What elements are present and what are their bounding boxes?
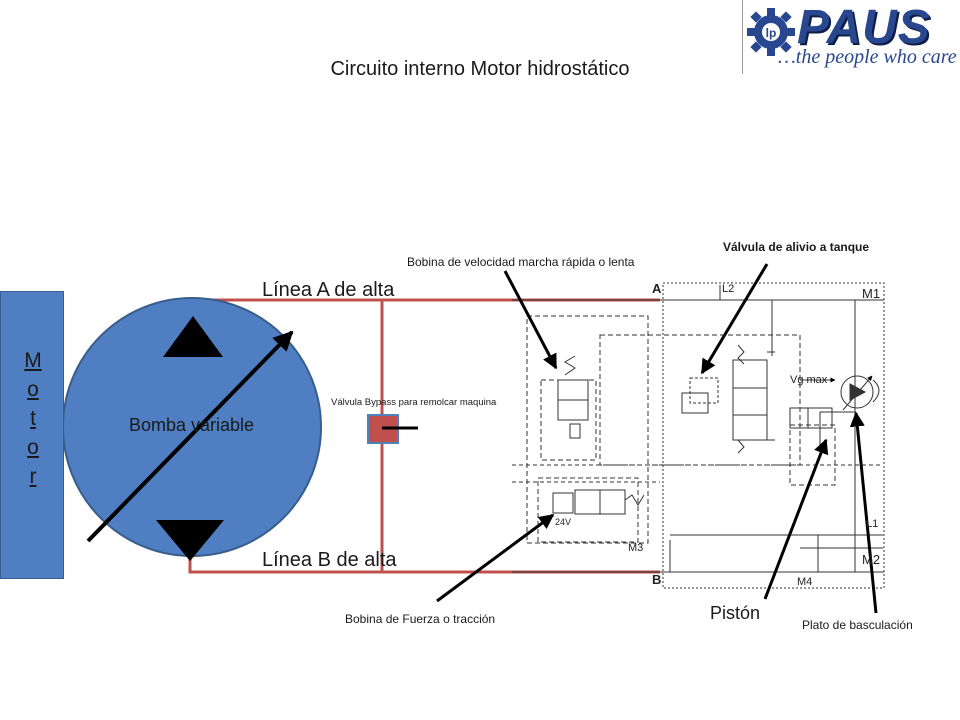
vg-max-label: Vg max: [790, 374, 828, 386]
swash-plate-label: Plato de basculación: [802, 618, 913, 632]
m4-label: M4: [797, 576, 813, 588]
relief-valve-block: [599, 334, 801, 466]
voltage-label: 24V: [555, 517, 572, 527]
pump-variable-arrow-icon: [86, 330, 294, 543]
circuit-frame: [662, 282, 885, 589]
bypass-valve-label: Válvula Bypass para remolcar maquina: [331, 397, 497, 408]
internal-circuit: [512, 282, 885, 589]
piston-block: [789, 424, 836, 486]
l2-label: L2: [722, 283, 735, 295]
pump-arrow-down-icon: [156, 520, 224, 561]
force-coil-block: [537, 477, 639, 543]
piston-label: Pistón: [710, 603, 761, 623]
relief-valve-label: Válvula de alivio a tanque: [723, 240, 870, 254]
callout-arrows: [436, 263, 878, 614]
motor-letter: o: [27, 436, 39, 459]
force-coil-label: Bobina de Fuerza o tracción: [345, 612, 496, 626]
pump-arrow-up-icon: [163, 316, 223, 357]
swash-plate-arrow-icon: [849, 411, 878, 614]
page-title: Circuito interno Motor hidrostático: [330, 58, 630, 80]
logo-tagline: …the people who care: [778, 46, 957, 68]
line-b-pipe: [188, 545, 660, 574]
motor-letter: t: [30, 407, 36, 430]
port-a-label: A: [652, 281, 662, 296]
line-a-label: Línea A de alta: [262, 279, 395, 301]
pump-label: Bomba variable: [129, 415, 255, 435]
line-b-label: Línea B de alta: [262, 549, 397, 571]
port-b-label: B: [652, 572, 662, 587]
motor-letter: M: [24, 349, 42, 372]
motor-letter: o: [27, 378, 39, 401]
m2-label: M2: [862, 552, 881, 567]
logo-brand: PAUS: [797, 1, 931, 54]
motor-letter: r: [29, 465, 37, 488]
m1-label: M1: [862, 286, 881, 301]
control-block-outer: [526, 315, 649, 544]
force-coil-arrow-icon: [436, 513, 555, 603]
speed-coil-label: Bobina de velocidad marcha rápida o lent…: [407, 255, 635, 269]
l1-label: L1: [866, 518, 879, 530]
m3-label: M3: [628, 542, 644, 554]
logo-divider: [742, 0, 743, 74]
relief-valve-arrow-icon: [700, 263, 769, 375]
svg-text:lp: lp: [766, 26, 777, 40]
speed-coil-arrow-icon: [503, 270, 558, 370]
gear-logo-icon: lp: [747, 8, 795, 56]
piston-arrow-icon: [763, 438, 829, 600]
motor-block: M o t o r: [0, 291, 64, 579]
